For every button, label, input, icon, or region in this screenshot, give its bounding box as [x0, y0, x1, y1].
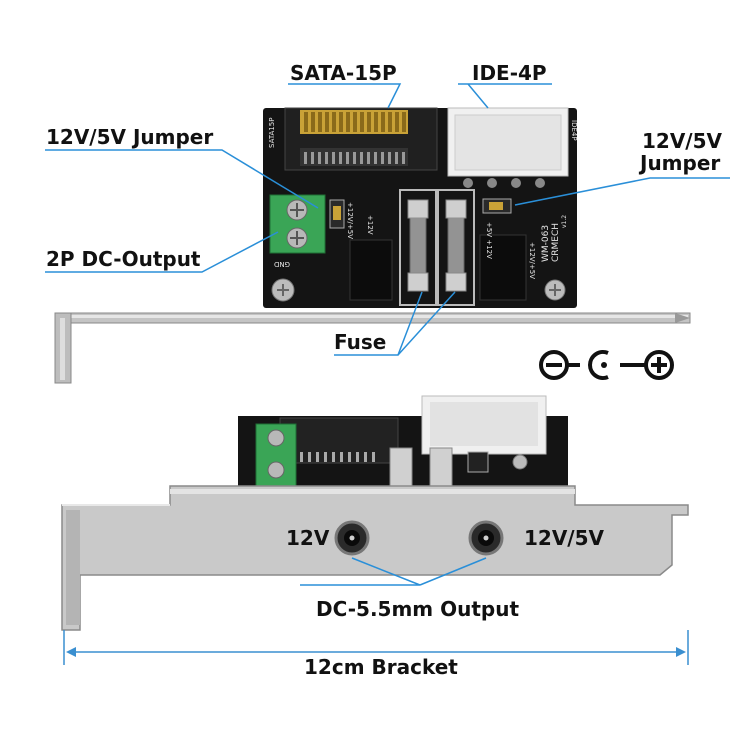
plus-icon [644, 350, 674, 380]
silk-gnd: GND [274, 260, 290, 268]
silk-jumper-text-2: +5V +12V [485, 222, 493, 259]
silk-brand: CRMECH [551, 223, 561, 262]
silk-12v: +12V [366, 215, 374, 235]
silk-sata15p: SATA15P [268, 118, 276, 148]
label-jumper-right-2: Jumper [640, 151, 721, 175]
label-jumper-left: 12V/5V Jumper [46, 125, 214, 149]
jumper-left [329, 199, 345, 229]
fuse-holders [399, 189, 475, 306]
dc-jack-front-right [468, 520, 504, 556]
callout-lines-bottom [300, 557, 487, 586]
dimension-line [63, 630, 689, 665]
terminal-block-top [269, 194, 326, 254]
terminal-block-bottom [255, 423, 297, 493]
label-ide: IDE-4P [472, 61, 547, 85]
jumper-right [482, 198, 512, 214]
label-fuse: Fuse [334, 330, 387, 354]
label-dc-output: DC-5.5mm Output [316, 597, 520, 621]
sata-connector [284, 107, 438, 171]
polarity-symbols [539, 350, 674, 380]
callout-lines [45, 83, 730, 356]
silk-model: WM-063 [541, 225, 551, 262]
label-bracket: 12cm Bracket [304, 655, 458, 679]
ide-connector [447, 107, 569, 188]
center-pin-icon [588, 350, 609, 380]
label-jumper-right-1: 12V/5V [642, 129, 723, 153]
silk-jumper-text: +12V/+5V [346, 202, 354, 239]
dc-jack-top-left [349, 239, 393, 301]
top-bracket [54, 312, 691, 384]
dc-jack-top-right [479, 234, 527, 301]
label-sata: SATA-15P [290, 61, 397, 85]
silk-version: v1.2 [561, 215, 568, 228]
dc-jack-front-left [334, 520, 370, 556]
silk-ide4p: IDE4P [570, 120, 578, 141]
label-output-12v: 12V [286, 526, 330, 550]
silk-12v-5v: +12V/+5V [528, 242, 536, 279]
bottom-bracket [61, 485, 689, 631]
label-dc-output-2p: 2P DC-Output [46, 247, 201, 271]
label-output-12v-5v: 12V/5V [524, 526, 605, 550]
